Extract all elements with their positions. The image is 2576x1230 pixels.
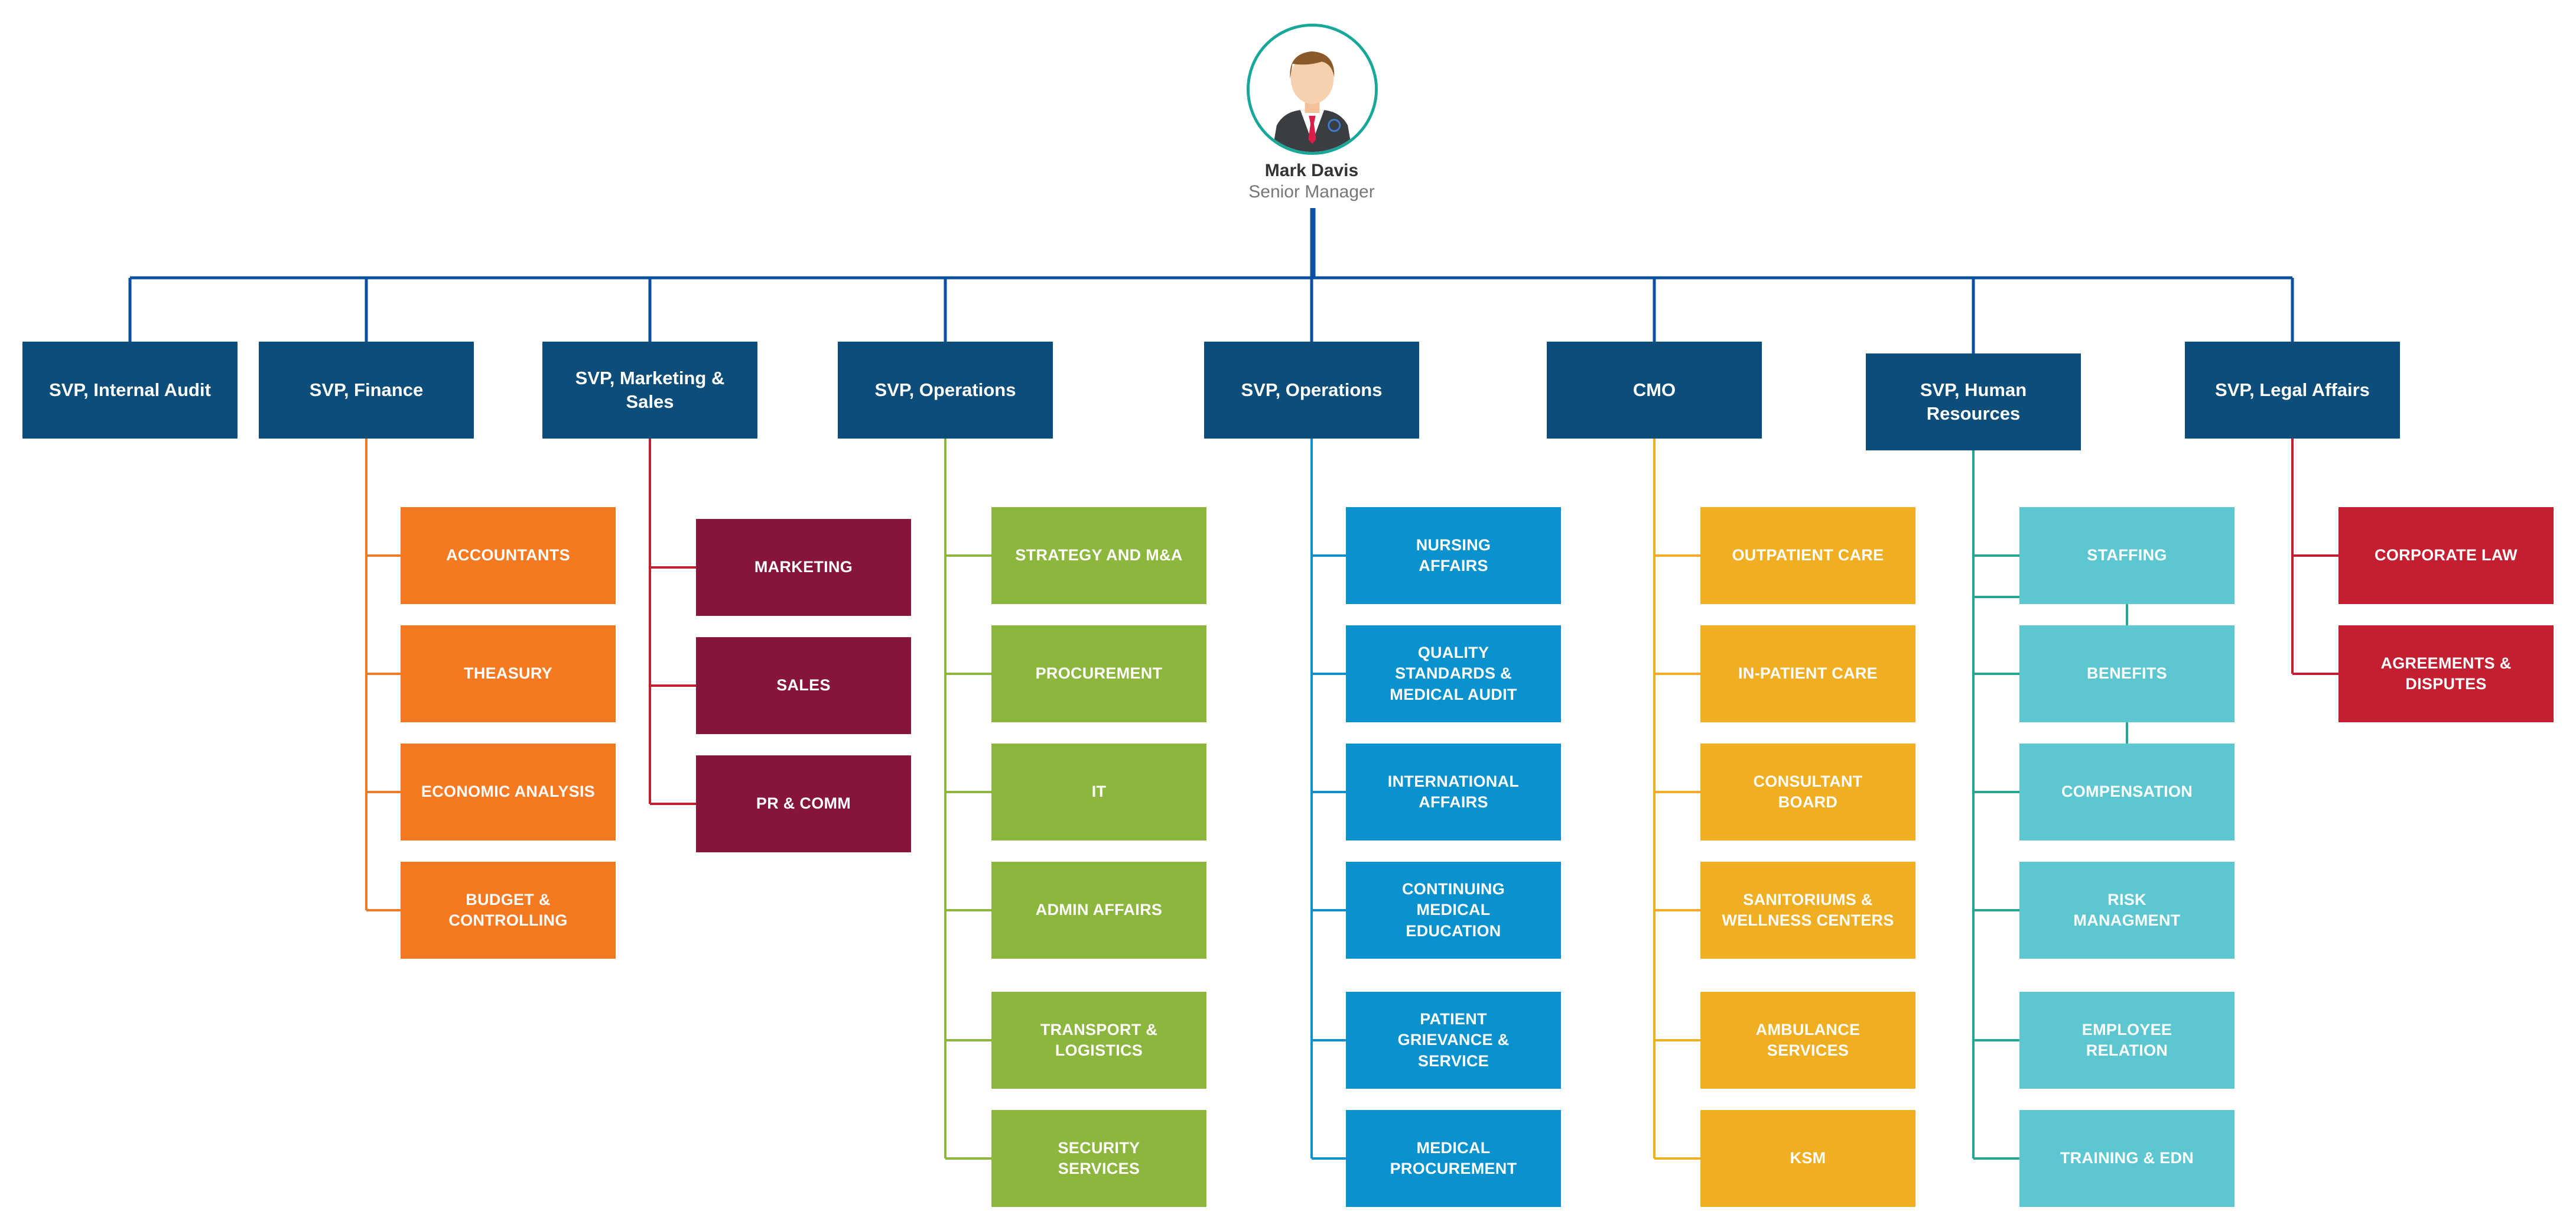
unit-admin-affairs[interactable]: ADMIN AFFAIRS: [991, 862, 1206, 959]
dept-finance[interactable]: SVP, Finance: [259, 342, 474, 439]
unit-training-edn[interactable]: TRAINING & EDN: [2019, 1110, 2235, 1207]
unit-international-affairs[interactable]: INTERNATIONAL AFFAIRS: [1346, 744, 1561, 840]
unit-compensation[interactable]: COMPENSATION: [2019, 744, 2235, 840]
person-name: Mark Davis: [1264, 161, 1359, 180]
unit-patient-grievance[interactable]: PATIENT GRIEVANCE & SERVICE: [1346, 992, 1561, 1089]
dept-operations-2[interactable]: SVP, Operations: [1204, 342, 1419, 439]
dept-legal-affairs[interactable]: SVP, Legal Affairs: [2185, 342, 2400, 439]
dept-cmo[interactable]: CMO: [1547, 342, 1762, 439]
unit-economic-analysis[interactable]: ECONOMIC ANALYSIS: [401, 744, 616, 840]
unit-nursing-affairs[interactable]: NURSING AFFAIRS: [1346, 507, 1561, 604]
unit-risk-managment[interactable]: RISK MANAGMENT: [2019, 862, 2235, 959]
unit-outpatient-care[interactable]: OUTPATIENT CARE: [1700, 507, 1915, 604]
unit-ksm[interactable]: KSM: [1700, 1110, 1915, 1207]
dept-marketing-sales[interactable]: SVP, Marketing & Sales: [542, 342, 757, 439]
unit-it[interactable]: IT: [991, 744, 1206, 840]
unit-agreements-disputes[interactable]: AGREEMENTS & DISPUTES: [2338, 625, 2554, 722]
dept-internal-audit[interactable]: SVP, Internal Audit: [22, 342, 238, 439]
unit-continuing-education[interactable]: CONTINUING MEDICAL EDUCATION: [1346, 862, 1561, 959]
unit-benefits[interactable]: BENEFITS: [2019, 625, 2235, 722]
unit-strategy-ma[interactable]: STRATEGY AND M&A: [991, 507, 1206, 604]
person-avatar-icon: [1250, 27, 1375, 152]
unit-quality-standards[interactable]: QUALITY STANDARDS & MEDICAL AUDIT: [1346, 625, 1561, 722]
unit-pr-comm[interactable]: PR & COMM: [696, 755, 911, 852]
unit-inpatient-care[interactable]: IN-PATIENT CARE: [1700, 625, 1915, 722]
unit-sanitoriums[interactable]: SANITORIUMS & WELLNESS CENTERS: [1700, 862, 1915, 959]
unit-accountants[interactable]: ACCOUNTANTS: [401, 507, 616, 604]
unit-employee-relation[interactable]: EMPLOYEE RELATION: [2019, 992, 2235, 1089]
dept-human-resources[interactable]: SVP, Human Resources: [1866, 353, 2081, 450]
unit-budget-controlling[interactable]: BUDGET & CONTROLLING: [401, 862, 616, 959]
dept-operations-1[interactable]: SVP, Operations: [838, 342, 1053, 439]
unit-theasury[interactable]: THEASURY: [401, 625, 616, 722]
unit-medical-procurement[interactable]: MEDICAL PROCUREMENT: [1346, 1110, 1561, 1207]
unit-staffing[interactable]: STAFFING: [2019, 507, 2235, 604]
unit-corporate-law[interactable]: CORPORATE LAW: [2338, 507, 2554, 604]
unit-security-services[interactable]: SECURITY SERVICES: [991, 1110, 1206, 1207]
unit-consultant-board[interactable]: CONSULTANT BOARD: [1700, 744, 1915, 840]
unit-sales[interactable]: SALES: [696, 637, 911, 734]
person-title: Senior Manager: [1248, 182, 1375, 202]
unit-transport-logistics[interactable]: TRANSPORT & LOGISTICS: [991, 992, 1206, 1089]
unit-marketing[interactable]: MARKETING: [696, 519, 911, 616]
unit-ambulance-services[interactable]: AMBULANCE SERVICES: [1700, 992, 1915, 1089]
unit-procurement[interactable]: PROCUREMENT: [991, 625, 1206, 722]
avatar[interactable]: [1247, 24, 1378, 155]
